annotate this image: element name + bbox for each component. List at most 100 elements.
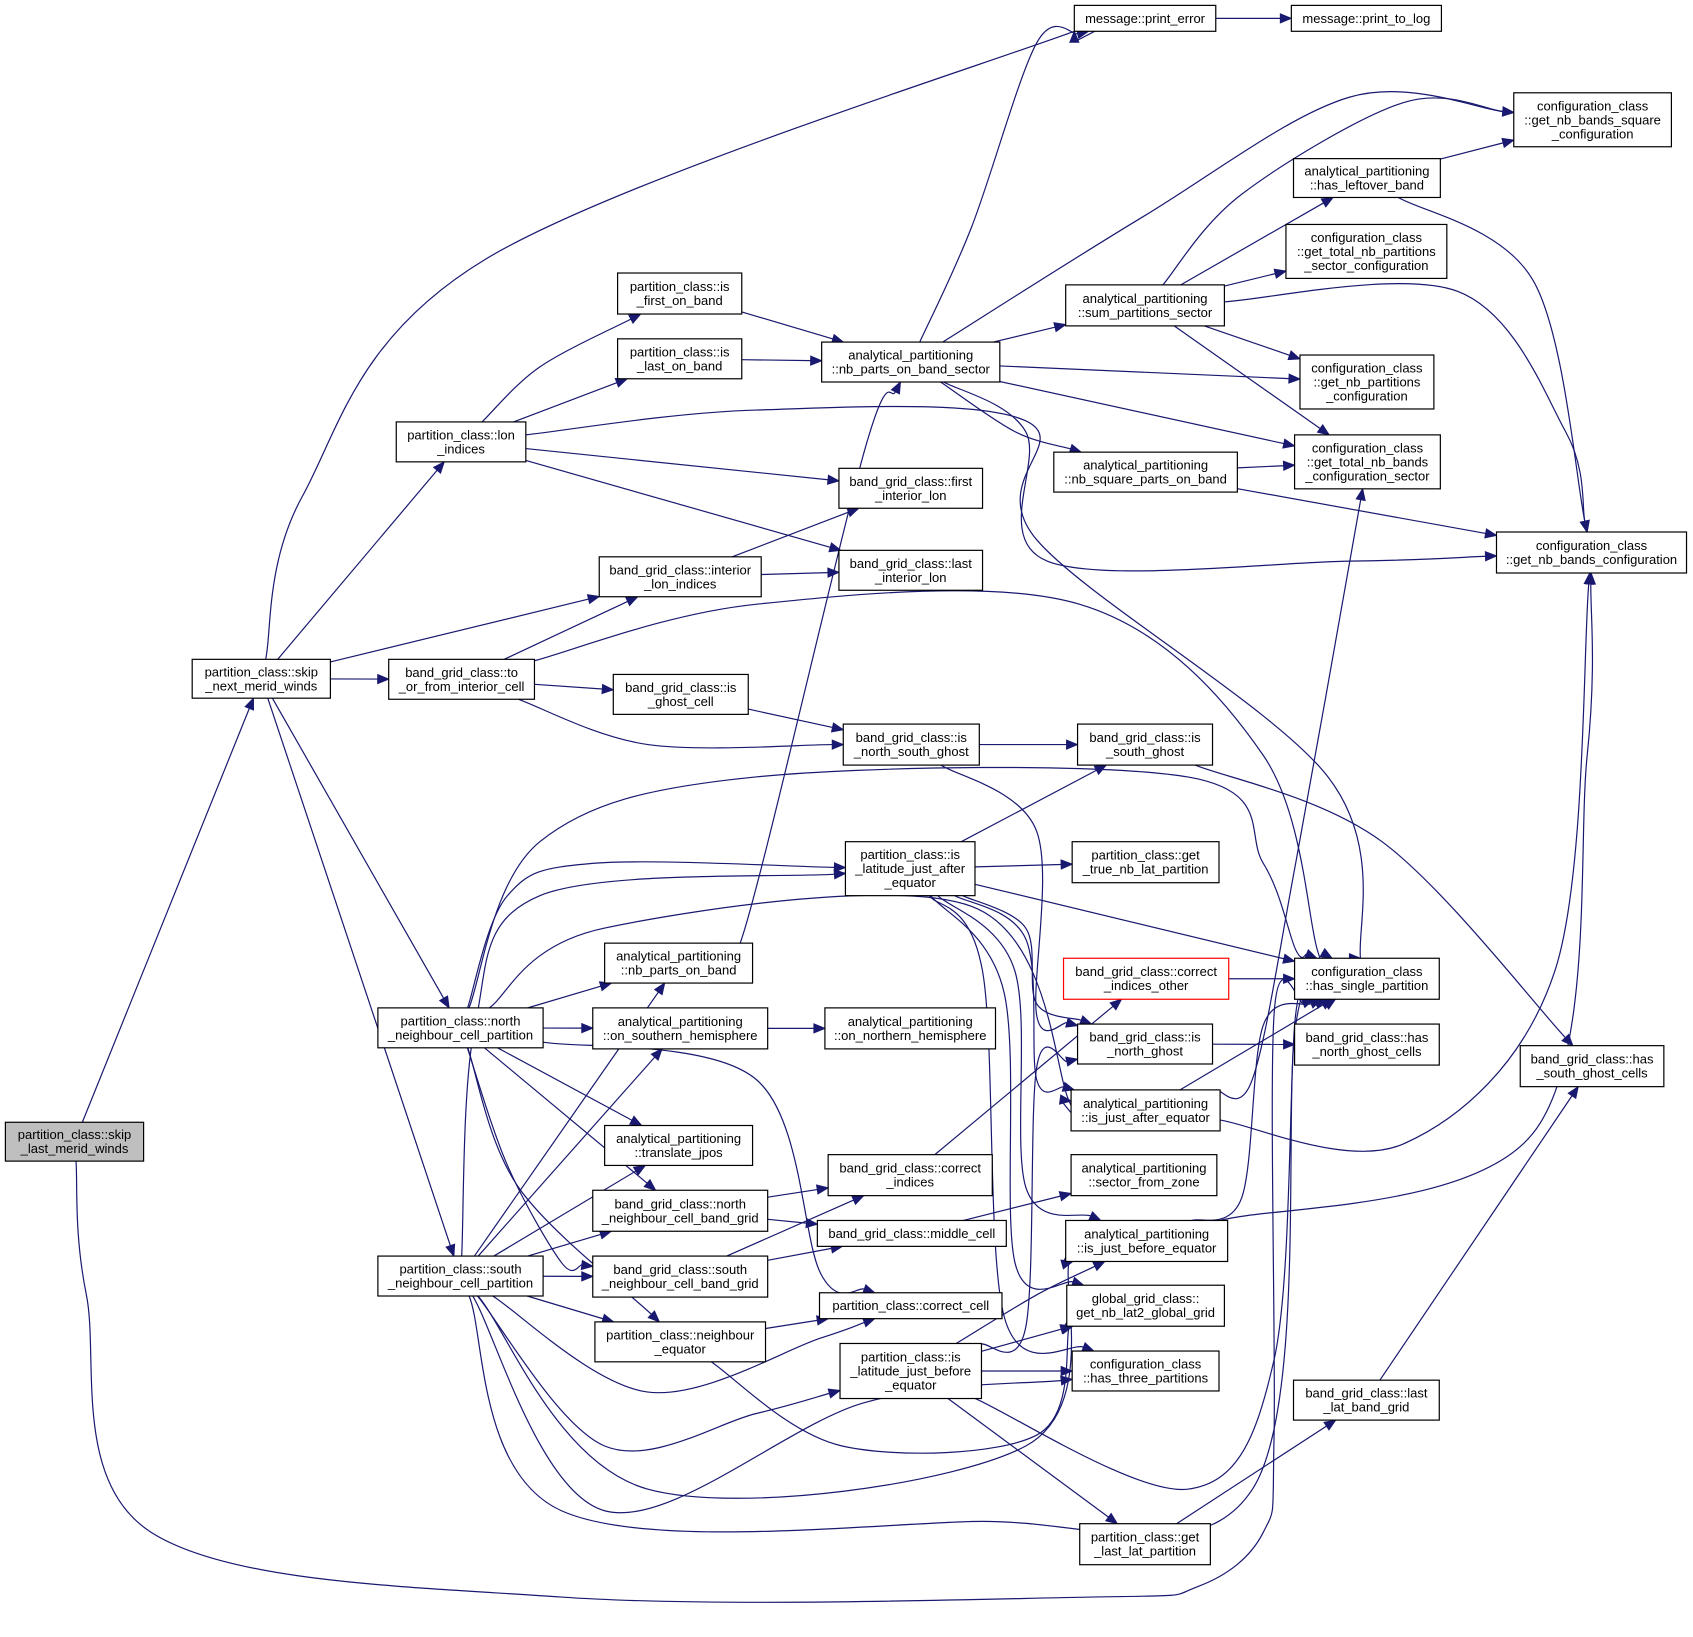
arrowhead-icon: [1319, 947, 1334, 959]
node-label-line: band_grid_class::correct: [839, 1161, 981, 1176]
node-get-last-lat-partition[interactable]: partition_class::get_last_lat_partition: [1079, 1523, 1211, 1566]
node-get-total-nb-bands-sector[interactable]: configuration_class::get_total_nb_bands_…: [1293, 434, 1441, 490]
edge-is-latitude-just-before-equator-to-get-nb-lat2-global-grid: [981, 1324, 1074, 1352]
node-has-single-partition[interactable]: configuration_class::has_single_partitio…: [1293, 957, 1440, 1000]
edge-line: [1224, 283, 1586, 522]
node-box: [592, 1189, 769, 1232]
node-is-first-on-band[interactable]: partition_class::is_first_on_band: [616, 272, 743, 315]
node-middle-cell[interactable]: band_grid_class::middle_cell: [816, 1219, 1007, 1247]
node-label-line: band_grid_class::first: [849, 474, 972, 489]
node-label-line: _equator: [884, 875, 937, 890]
node-skip-last[interactable]: partition_class::skip_last_merid_winds: [4, 1121, 145, 1162]
node-is-north-south-ghost[interactable]: band_grid_class::is_north_south_ghost: [842, 723, 980, 766]
edge-line: [999, 365, 1290, 380]
node-has-three-partitions[interactable]: configuration_class::has_three_partition…: [1071, 1350, 1220, 1392]
node-neighbour-equator[interactable]: partition_class::neighbour_equator: [594, 1321, 767, 1363]
node-lon-indices[interactable]: partition_class::lon_indices: [395, 421, 527, 463]
node-is-ghost-cell[interactable]: band_grid_class::is_ghost_cell: [612, 673, 749, 715]
edge-line: [466, 1047, 583, 1272]
node-label-line: analytical_partitioning: [1083, 1096, 1208, 1111]
edge-north-neighbour-cell-partition-to-is-latitude-just-after-equator: [467, 861, 847, 1009]
node-nb-square-parts-on-band[interactable]: analytical_partitioning::nb_square_parts…: [1053, 451, 1238, 493]
node-is-just-before-equator[interactable]: analytical_partitioning::is_just_before_…: [1065, 1219, 1229, 1263]
edge-line: [330, 598, 589, 663]
edge-line: [1398, 196, 1586, 522]
node-correct-cell[interactable]: partition_class::correct_cell: [818, 1292, 1003, 1320]
arrowhead-icon: [1287, 350, 1302, 361]
node-nb-parts-on-band-sector[interactable]: analytical_partitioning::nb_parts_on_ban…: [821, 341, 1001, 383]
node-is-south-ghost[interactable]: band_grid_class::is_south_ghost: [1076, 723, 1214, 766]
node-interior-lon-indices[interactable]: band_grid_class::interior_lon_indices: [598, 556, 762, 598]
edge-has-leftover-band-to-get-nb-bands-square: [1440, 137, 1516, 160]
node-correct-indices-other[interactable]: band_grid_class::correct_indices_other: [1062, 957, 1230, 1000]
arrowhead-icon: [628, 1115, 643, 1127]
node-last-interior-lon[interactable]: band_grid_class::last_interior_lon: [838, 549, 984, 591]
node-print-error[interactable]: message::print_error: [1073, 4, 1217, 32]
node-print-to-log[interactable]: message::print_to_log: [1290, 4, 1443, 32]
node-label-line: _configuration: [1551, 126, 1634, 141]
node-is-last-on-band[interactable]: partition_class::is_last_on_band: [616, 338, 743, 380]
edge-line: [1162, 97, 1503, 286]
node-skip-next[interactable]: partition_class::skip_next_merid_winds: [191, 658, 331, 699]
node-get-nb-lat2-global-grid[interactable]: global_grid_class::get_nb_lat2_global_gr…: [1066, 1284, 1226, 1327]
node-get-true-nb-lat-partition[interactable]: partition_class::get_true_nb_lat_partiti…: [1071, 841, 1220, 884]
edge-south-neighbour-cell-partition-to-neighbour-equator: [526, 1295, 615, 1324]
edge-line: [527, 1233, 601, 1257]
node-box: [821, 341, 1001, 383]
node-get-nb-partitions[interactable]: configuration_class::get_nb_partitions_c…: [1299, 354, 1435, 410]
node-get-total-nb-partitions-sector[interactable]: configuration_class::get_total_nb_partit…: [1285, 223, 1448, 280]
edge-line: [534, 590, 1324, 966]
edge-line: [1180, 202, 1324, 286]
node-label-line: _next_merid_winds: [204, 678, 318, 693]
node-south-neighbour-cell-band-grid[interactable]: band_grid_class::south_neighbour_cell_ba…: [592, 1255, 769, 1298]
node-north-neighbour-cell-band-grid[interactable]: band_grid_class::north_neighbour_cell_ba…: [592, 1189, 769, 1232]
node-box: [1293, 1023, 1440, 1066]
node-label-line: band_grid_class::last: [1305, 1386, 1428, 1401]
node-label-line: partition_class::correct_cell: [832, 1298, 989, 1313]
node-get-nb-bands-configuration[interactable]: configuration_class::get_nb_bands_config…: [1495, 531, 1688, 574]
node-last-lat-band-grid[interactable]: band_grid_class::last_lat_band_grid: [1292, 1379, 1440, 1421]
edge-line: [761, 572, 828, 576]
edge-nb-square-parts-on-band-to-get-nb-bands-configuration: [1237, 488, 1498, 539]
node-south-neighbour-cell-partition[interactable]: partition_class::south_neighbour_cell_pa…: [377, 1255, 544, 1297]
node-has-south-ghost-cells[interactable]: band_grid_class::has_south_ghost_cells: [1519, 1045, 1665, 1088]
node-is-north-ghost[interactable]: band_grid_class::is_north_ghost: [1076, 1023, 1214, 1065]
node-is-latitude-just-before-equator[interactable]: partition_class::is_latitude_just_before…: [839, 1342, 983, 1400]
node-has-leftover-band[interactable]: analytical_partitioning::has_leftover_ba…: [1292, 158, 1441, 199]
edge-is-last-on-band-to-nb-parts-on-band-sector: [741, 355, 823, 366]
node-label-line: band_grid_class::north: [614, 1196, 746, 1211]
edge-on-southern-hemisphere-to-on-northern-hemisphere: [767, 1023, 827, 1034]
node-north-neighbour-cell-partition[interactable]: partition_class::north_neighbour_cell_pa…: [377, 1007, 544, 1049]
node-on-northern-hemisphere[interactable]: analytical_partitioning::on_northern_hem…: [824, 1007, 997, 1050]
node-sector-from-zone[interactable]: analytical_partitioning::sector_from_zon…: [1070, 1154, 1218, 1197]
node-label-line: configuration_class: [1311, 230, 1423, 245]
edge-north-neighbour-cell-partition-to-translate-jpos: [497, 1047, 643, 1127]
node-first-interior-lon[interactable]: band_grid_class::first_interior_lon: [838, 467, 984, 509]
edge-line: [468, 766, 1308, 1009]
node-is-latitude-just-after-equator[interactable]: partition_class::is_latitude_just_after_…: [844, 841, 976, 897]
node-nb-parts-on-band[interactable]: analytical_partitioning::nb_parts_on_ban…: [604, 942, 754, 984]
node-label-line: ::get_total_nb_partitions: [1297, 244, 1436, 259]
node-translate-jpos[interactable]: analytical_partitioning::translate_jpos: [604, 1124, 754, 1167]
node-label-line: _equator: [654, 1341, 707, 1356]
node-label-line: _south_ghost: [1105, 744, 1184, 759]
edge-line: [481, 318, 632, 423]
node-has-north-ghost-cells[interactable]: band_grid_class::has_north_ghost_cells: [1293, 1023, 1440, 1066]
node-label-line: _lat_band_grid: [1322, 1400, 1409, 1415]
node-is-just-after-equator[interactable]: analytical_partitioning::is_just_after_e…: [1070, 1089, 1221, 1132]
edge-line: [767, 1218, 807, 1224]
edge-line: [525, 405, 1364, 973]
node-correct-indices[interactable]: band_grid_class::correct_indices: [827, 1154, 993, 1197]
node-on-southern-hemisphere[interactable]: analytical_partitioning::on_southern_hem…: [592, 1007, 769, 1050]
node-to-or-from-interior-cell[interactable]: band_grid_class::to_or_from_interior_cel…: [388, 658, 536, 700]
node-box: [1065, 1219, 1229, 1263]
node-label-line: ::get_nb_partitions: [1313, 375, 1420, 390]
edge-line: [748, 708, 833, 729]
node-get-nb-bands-square[interactable]: configuration_class::get_nb_bands_square…: [1513, 92, 1673, 148]
edge-nb-parts-on-band-sector-to-sum-partitions-sector: [993, 322, 1067, 343]
node-sum-partitions-sector[interactable]: analytical_partitioning::sum_partitions_…: [1065, 284, 1226, 327]
edge-south-neighbour-cell-partition-to-has-three-partitions: [472, 1295, 1074, 1514]
arrowhead-icon: [1279, 13, 1293, 24]
arrowhead-icon: [1283, 973, 1296, 984]
node-box: [604, 942, 754, 984]
